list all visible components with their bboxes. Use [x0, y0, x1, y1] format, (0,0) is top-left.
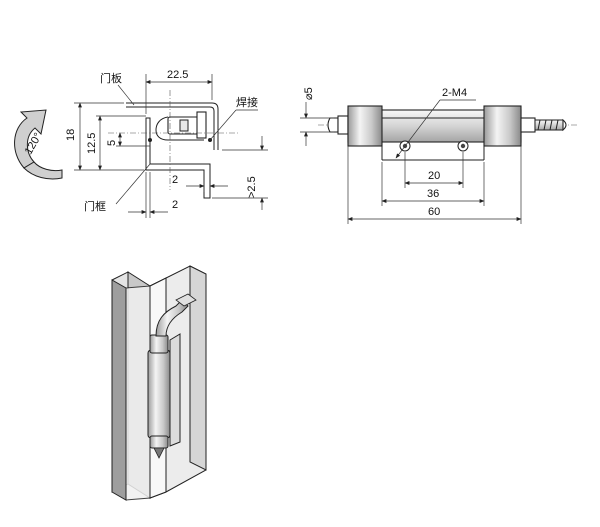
dim-20: 20 [428, 170, 440, 182]
isometric-view [111, 265, 207, 501]
dim-12-5: 12.5 [86, 133, 98, 154]
label-door-frame: 门框 [84, 199, 106, 213]
label-door-panel: 门板 [100, 71, 122, 85]
hinge-knuckle [148, 111, 212, 142]
dim-2-right: 2 [172, 174, 178, 186]
side-view: 120° 22.5 [14, 69, 268, 218]
door-panel [126, 102, 219, 150]
dim-2-bottom: 2 [172, 199, 178, 211]
dim-2-5: >2.5 [246, 176, 258, 198]
dim-36: 36 [427, 188, 439, 200]
dim-diameter-5: ⌀5 [303, 87, 315, 100]
rotation-arrow-icon [14, 109, 63, 180]
dim-5: 5 [106, 140, 118, 146]
label-2-m4: 2-M4 [442, 87, 467, 99]
door-frame [145, 117, 211, 199]
dim-22-5: 22.5 [167, 69, 188, 81]
dim-60: 60 [428, 206, 440, 218]
front-view: ⌀5 2-M4 20 36 60 [300, 87, 578, 224]
label-weld: 焊接 [236, 95, 258, 109]
dim-18: 18 [65, 129, 77, 141]
